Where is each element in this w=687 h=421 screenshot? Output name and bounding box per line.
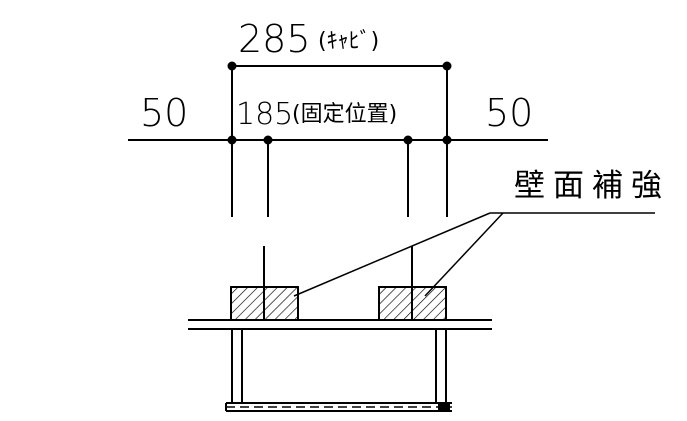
left-margin-value: 50 xyxy=(140,91,188,135)
fixed-width-note: (固定位置) xyxy=(292,102,397,127)
right-margin-value: 50 xyxy=(485,91,533,135)
callout-leader-right xyxy=(424,212,504,297)
cabinet-width-value: 285 xyxy=(238,17,311,61)
cabinet-handle xyxy=(438,402,450,412)
cabinet-width-note: (ｷｬﾋﾞ) xyxy=(318,29,379,54)
fixed-width-value: 185 xyxy=(236,97,293,132)
callout-leader-left xyxy=(293,212,491,297)
wall-reinforcement-label: 壁面補強 xyxy=(514,168,670,204)
